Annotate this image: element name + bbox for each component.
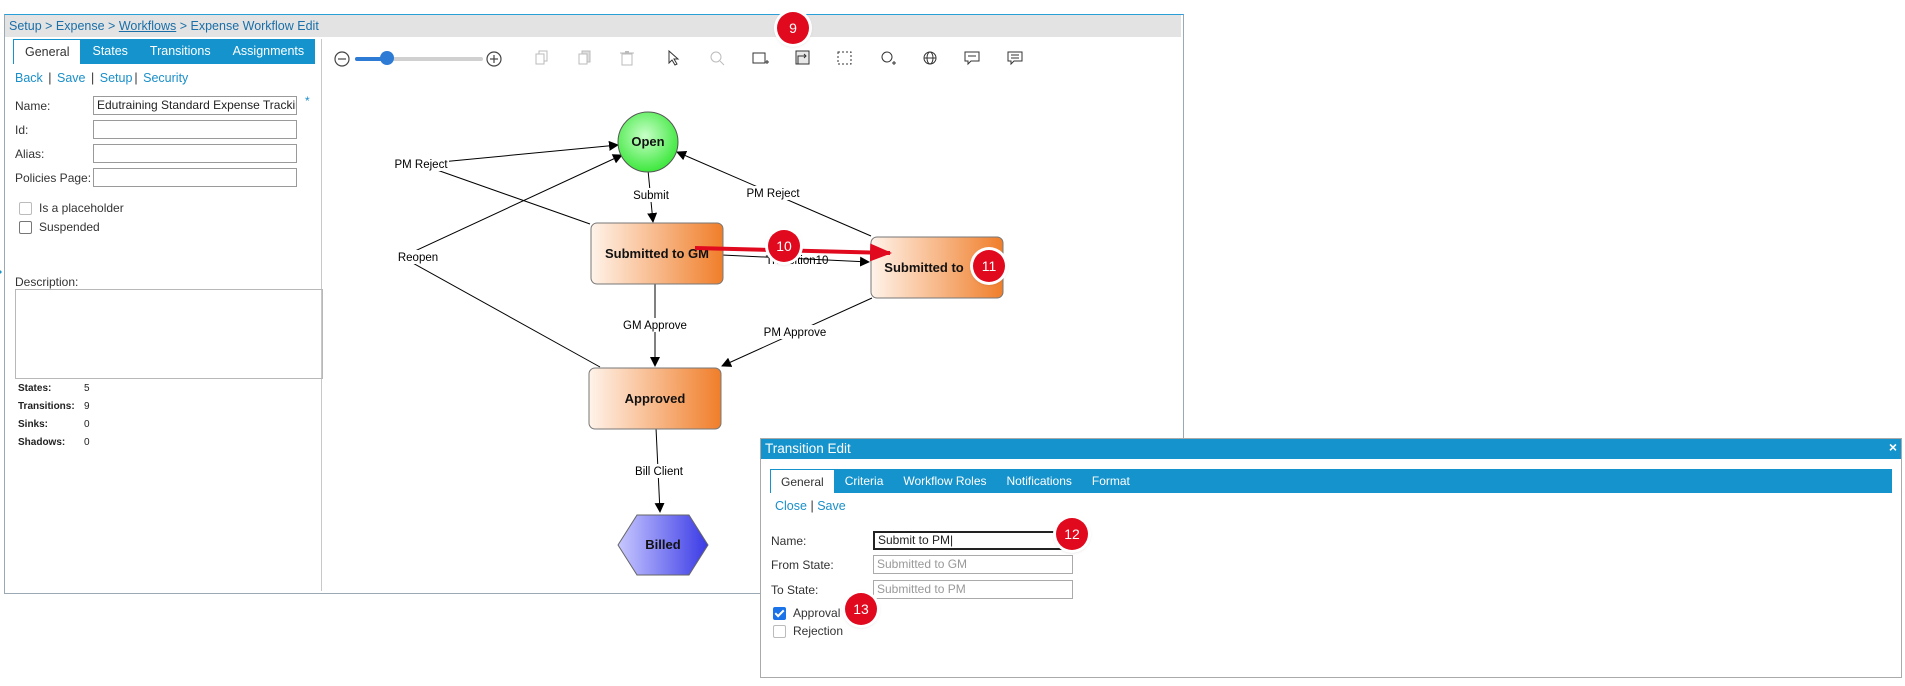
stat-states: States:5 (18, 383, 90, 394)
step-badge-9: 9 (777, 12, 809, 44)
transition-name-input[interactable]: Submit to PM| (873, 531, 1073, 550)
rejection-checkbox[interactable] (773, 624, 786, 638)
step-badge-12: 12 (1056, 518, 1088, 550)
splitter-arrow-icon[interactable] (0, 266, 2, 278)
dialog-save-link[interactable]: Save (817, 499, 846, 513)
action-links: Back | Save | Setup| Security (15, 71, 189, 85)
back-link[interactable]: Back (15, 71, 43, 85)
breadcrumb-workflows-link[interactable]: Workflows (118, 19, 177, 33)
suspended-checkbox[interactable] (19, 220, 32, 234)
approval-label: Approval (793, 606, 841, 620)
alias-label: Alias: (15, 147, 45, 161)
approval-checkbox[interactable] (773, 606, 786, 620)
name-input[interactable]: Edutraining Standard Expense Tracking (93, 96, 297, 115)
transition-name-label: Name: (771, 534, 807, 548)
zoom-in-icon[interactable] (484, 49, 504, 69)
id-input[interactable] (93, 120, 297, 139)
dialog-tabbar: General Criteria Workflow Roles Notifica… (770, 469, 1892, 493)
tab-transitions[interactable]: Transitions (149, 44, 211, 58)
save-link[interactable]: Save (57, 71, 86, 85)
rejection-checkbox-row[interactable]: Rejection (773, 624, 843, 638)
select-pointer-icon[interactable] (664, 48, 684, 68)
from-state-input[interactable]: Submitted to GM (873, 555, 1073, 574)
from-state-label: From State: (771, 558, 834, 572)
to-state-label: To State: (771, 583, 819, 597)
to-state-input[interactable]: Submitted to PM (873, 580, 1073, 599)
zoom-select-icon[interactable] (707, 48, 727, 68)
tab-general[interactable]: General (13, 39, 82, 64)
zoom-slider-fill (355, 57, 387, 61)
zoom-slider[interactable] (355, 57, 483, 61)
description-label: Description: (15, 275, 79, 289)
dialog-tab-format[interactable]: Format (1091, 474, 1130, 488)
copy-icon[interactable] (532, 48, 552, 68)
paste-icon[interactable] (575, 48, 595, 68)
zoom-slider-thumb[interactable] (380, 51, 394, 65)
close-icon[interactable]: × (1888, 439, 1897, 455)
placeholder-label: Is a placeholder (39, 201, 124, 215)
dialog-tab-criteria[interactable]: Criteria (844, 474, 884, 488)
dialog-tab-notifications[interactable]: Notifications (1006, 474, 1072, 488)
marquee-select-icon[interactable] (835, 48, 855, 68)
breadcrumb-current: Expense Workflow Edit (190, 19, 319, 33)
step-badge-11: 11 (973, 250, 1005, 282)
tab-states[interactable]: States (92, 44, 128, 58)
add-state-icon[interactable] (750, 48, 770, 68)
workflow-editor-window: Setup > Expense > Workflows > Expense Wo… (4, 14, 1184, 594)
add-shape-icon[interactable] (878, 48, 898, 68)
id-label: Id: (15, 123, 29, 137)
delete-icon[interactable] (617, 48, 637, 68)
dialog-tab-general[interactable]: General (770, 469, 835, 493)
name-label: Name: (15, 99, 51, 113)
rejection-label: Rejection (793, 624, 844, 638)
step-badge-13: 13 (845, 593, 877, 625)
comments-icon[interactable] (1005, 48, 1025, 68)
stat-sinks: Sinks:0 (18, 419, 90, 430)
suspended-checkbox-row[interactable]: Suspended (19, 220, 100, 234)
add-transition-icon[interactable] (792, 48, 812, 68)
add-comment-icon[interactable] (962, 48, 982, 68)
left-tabbar: General States Transitions Assignments (13, 39, 316, 64)
stat-transitions: Transitions:9 (18, 401, 90, 412)
suspended-label: Suspended (39, 220, 100, 234)
dialog-title: Transition Edit (761, 439, 1901, 459)
setup-link[interactable]: Setup (99, 71, 133, 85)
alias-input[interactable] (93, 144, 297, 163)
breadcrumb-setup[interactable]: Setup (9, 19, 42, 33)
tab-assignments[interactable]: Assignments (232, 44, 305, 58)
breadcrumb-expense[interactable]: Expense (55, 19, 105, 33)
zoom-out-icon[interactable] (332, 49, 352, 69)
placeholder-checkbox-row[interactable]: Is a placeholder (19, 201, 124, 215)
approval-checkbox-row[interactable]: Approval (773, 606, 840, 620)
security-link[interactable]: Security (143, 71, 189, 85)
placeholder-checkbox[interactable] (19, 201, 32, 215)
breadcrumb: Setup > Expense > Workflows > Expense Wo… (5, 15, 1181, 37)
dialog-tab-workflow-roles[interactable]: Workflow Roles (903, 474, 987, 488)
policies-label: Policies Page: (15, 171, 92, 185)
stat-shadows: Shadows:0 (18, 437, 90, 448)
policies-input[interactable] (93, 168, 297, 187)
transition-edit-dialog: Transition Edit × General Criteria Workf… (760, 438, 1902, 678)
properties-panel: General States Transitions Assignments B… (5, 39, 323, 591)
dialog-actions: Close | Save (775, 499, 846, 513)
globe-icon[interactable] (920, 48, 940, 68)
required-marker: * (305, 94, 310, 108)
step-badge-10: 10 (768, 230, 800, 262)
description-textarea[interactable] (15, 289, 323, 379)
dialog-close-link[interactable]: Close (775, 499, 807, 513)
